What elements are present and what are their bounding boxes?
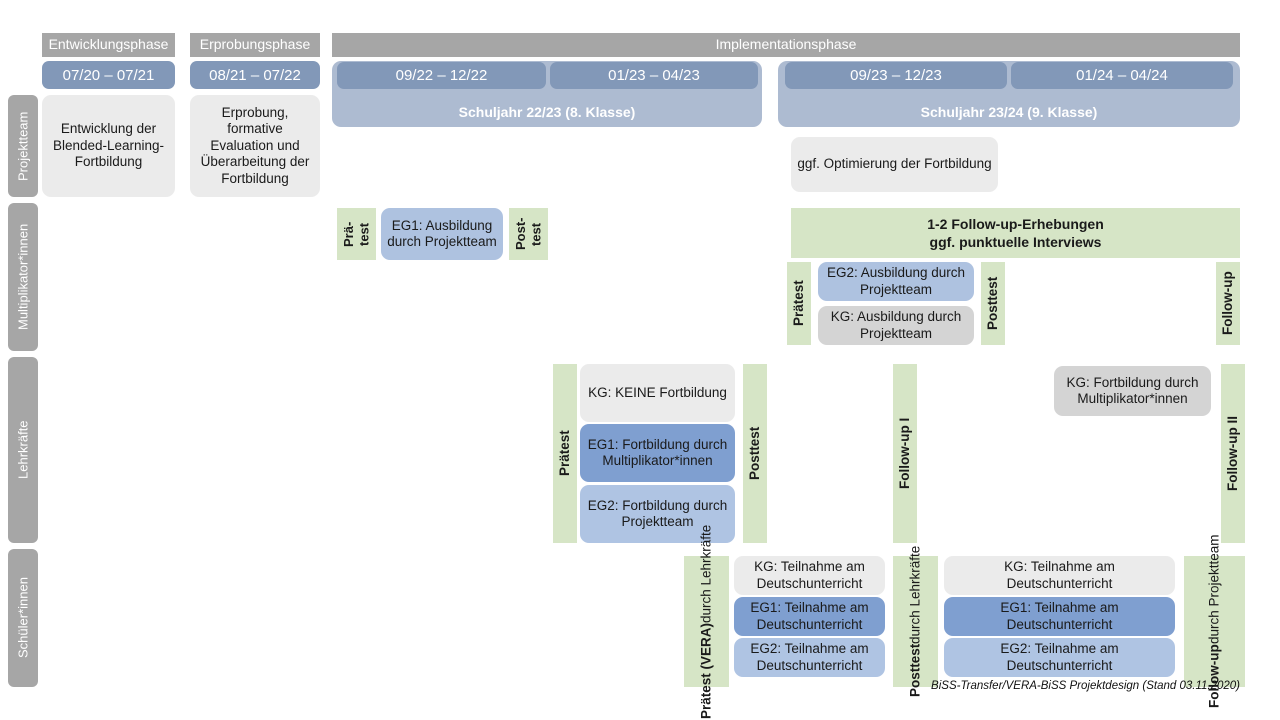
lehrkraefte-praetest-strip: Prätest bbox=[553, 364, 577, 543]
row-label-schuelerinnen: Schüler*innen bbox=[8, 549, 38, 687]
box-text: EG1: Ausbildung durch Projektteam bbox=[387, 217, 497, 249]
box-text: KG: Ausbildung durch Projektteam bbox=[830, 309, 962, 341]
period-pill-0124-0424: 01/24 – 04/24 bbox=[1011, 62, 1233, 89]
schueler-left-kg-box: KG: Teilnahme am Deutschunterricht bbox=[734, 556, 885, 595]
box-text: KG: Teilnahme am Deutschunterricht bbox=[1004, 559, 1115, 591]
row-label-text: Projektteam bbox=[15, 111, 31, 181]
period-label: 08/21 – 07/22 bbox=[209, 66, 301, 84]
green-strip-text: Follow-up II bbox=[1225, 416, 1241, 491]
row-label-lehrkraefte: Lehrkräfte bbox=[8, 357, 38, 543]
schueler-followup-strip: Follow-up durch Projektteam bbox=[1184, 535, 1245, 708]
green-strip-main: Prätest (VERA) bbox=[698, 622, 714, 719]
schueler-praetest-strip: Prätest (VERA) durch Lehrkräfte bbox=[684, 524, 729, 719]
lehrkraefte-kg-spaet-box: KG: Fortbildung durch Multiplikator*inne… bbox=[1054, 366, 1211, 416]
box-text: KG: KEINE Fortbildung bbox=[588, 384, 727, 400]
schueler-left-eg2-box: EG2: Teilnahme am Deutschunterricht bbox=[734, 638, 885, 677]
green-strip-sub: durch Lehrkräfte bbox=[907, 545, 923, 645]
box-text: EG2: Teilnahme am Deutschunterricht bbox=[1000, 641, 1119, 673]
box-text: ggf. Optimierung der Fortbildung bbox=[797, 156, 992, 172]
followup-bar-line2: ggf. punktuelle Interviews bbox=[929, 234, 1102, 250]
period-label: 09/22 – 12/22 bbox=[395, 67, 488, 84]
green-strip-text: Follow-up I bbox=[897, 417, 913, 490]
row-label-text: Multiplikator*innen bbox=[15, 223, 31, 331]
green-strip-text: Posttest bbox=[747, 426, 763, 481]
box-text: EG2: Fortbildung durch Projektteam bbox=[587, 497, 728, 529]
row-label-projektteam: Projektteam bbox=[8, 95, 38, 197]
multiplikatoren-posttest-strip-left: Post- test bbox=[509, 208, 548, 260]
multiplikatoren-eg2-box: EG2: Ausbildung durch Projektteam bbox=[818, 262, 974, 301]
box-text: EG1: Teilnahme am Deutschunterricht bbox=[750, 600, 869, 632]
row-label-text: Schüler*innen bbox=[15, 577, 31, 659]
multiplikatoren-posttest-strip-right: Posttest bbox=[981, 262, 1005, 345]
schueler-right-eg1-box: EG1: Teilnahme am Deutschunterricht bbox=[944, 597, 1175, 636]
phase-header-entwicklungsphase: Entwicklungsphase bbox=[42, 33, 175, 57]
phase-label: Implementationsphase bbox=[715, 36, 857, 53]
multiplikatoren-praetest-strip-left: Prä- test bbox=[337, 208, 376, 260]
green-strip-text: Follow-up bbox=[1220, 271, 1236, 336]
box-text: KG: Fortbildung durch Multiplikator*inne… bbox=[1066, 374, 1199, 406]
schoolyear-label: Schuljahr 23/24 (9. Klasse) bbox=[920, 104, 1098, 120]
projektteam-optimierung-box: ggf. Optimierung der Fortbildung bbox=[791, 137, 998, 192]
box-text: Entwicklung der Blended-Learning-Fortbil… bbox=[52, 121, 165, 170]
period-label: 07/20 – 07/21 bbox=[62, 66, 155, 84]
period-pill-0923-1223: 09/23 – 12/23 bbox=[785, 62, 1007, 89]
period-pill-0123-0423: 01/23 – 04/23 bbox=[550, 62, 758, 89]
multiplikatoren-eg1-box: EG1: Ausbildung durch Projektteam bbox=[381, 208, 503, 260]
lehrkraefte-followup2-strip: Follow-up II bbox=[1221, 364, 1245, 543]
multiplikatoren-followup-strip: Follow-up bbox=[1216, 262, 1240, 345]
green-strip-text: Prätest bbox=[791, 280, 807, 327]
green-strip-text: Prätest bbox=[557, 430, 573, 477]
phase-label: Entwicklungsphase bbox=[48, 36, 169, 53]
multiplikatoren-followup-erhebungen-bar: 1-2 Follow-up-Erhebungen ggf. punktuelle… bbox=[791, 208, 1240, 258]
green-strip-main: Follow-up bbox=[1206, 644, 1222, 709]
multiplikatoren-kg-box: KG: Ausbildung durch Projektteam bbox=[818, 306, 974, 345]
lehrkraefte-kg-keine-box: KG: KEINE Fortbildung bbox=[580, 364, 735, 422]
box-text: KG: Teilnahme am Deutschunterricht bbox=[754, 559, 865, 591]
multiplikatoren-praetest-strip-right: Prätest bbox=[787, 262, 811, 345]
period-label: 09/23 – 12/23 bbox=[850, 67, 942, 84]
green-strip-sub: durch Lehrkräfte bbox=[698, 524, 714, 623]
lehrkraefte-eg1-box: EG1: Fortbildung durch Multiplikator*inn… bbox=[580, 424, 735, 482]
box-text: EG2: Ausbildung durch Projektteam bbox=[826, 265, 966, 297]
row-label-multiplikatorinnen: Multiplikator*innen bbox=[8, 203, 38, 351]
footer-credit: BiSS-Transfer/VERA-BiSS Projektdesign (S… bbox=[640, 680, 1240, 696]
phase-header-implementationsphase: Implementationsphase bbox=[332, 33, 1240, 57]
footer-credit-text: BiSS-Transfer/VERA-BiSS Projektdesign (S… bbox=[931, 680, 1240, 692]
green-strip-sub: durch Projektteam bbox=[1206, 534, 1222, 645]
phase-header-erprobungsphase: Erprobungsphase bbox=[190, 33, 320, 57]
lehrkraefte-followup1-strip: Follow-up I bbox=[893, 364, 917, 543]
green-strip-text: Post- test bbox=[512, 217, 544, 251]
followup-bar-line1: 1-2 Follow-up-Erhebungen bbox=[927, 215, 1104, 232]
period-label: 01/24 – 04/24 bbox=[1076, 67, 1168, 84]
schueler-right-eg2-box: EG2: Teilnahme am Deutschunterricht bbox=[944, 638, 1175, 677]
green-strip-text: Prä- test bbox=[340, 221, 372, 247]
period-pill-0922-1222: 09/22 – 12/22 bbox=[337, 62, 546, 89]
period-label: 01/23 – 04/23 bbox=[608, 67, 700, 84]
schueler-left-eg1-box: EG1: Teilnahme am Deutschunterricht bbox=[734, 597, 885, 636]
green-strip-text: Posttest bbox=[985, 276, 1001, 331]
lehrkraefte-eg2-box: EG2: Fortbildung durch Projektteam bbox=[580, 485, 735, 543]
lehrkraefte-posttest-strip: Posttest bbox=[743, 364, 767, 543]
period-pill-0720-0721: 07/20 – 07/21 bbox=[42, 61, 175, 89]
projektteam-erprobung-box: Erprobung, formative Evaluation und Über… bbox=[190, 95, 320, 197]
box-text: Erprobung, formative Evaluation und Über… bbox=[200, 104, 310, 186]
box-text: EG1: Fortbildung durch Multiplikator*inn… bbox=[587, 436, 728, 468]
schueler-posttest-strip: Posttest durch Lehrkräfte bbox=[893, 546, 938, 697]
schueler-right-kg-box: KG: Teilnahme am Deutschunterricht bbox=[944, 556, 1175, 595]
box-text: EG1: Teilnahme am Deutschunterricht bbox=[1000, 600, 1119, 632]
phase-label: Erprobungsphase bbox=[199, 36, 311, 53]
period-pill-0821-0722: 08/21 – 07/22 bbox=[190, 61, 320, 89]
row-label-text: Lehrkräfte bbox=[15, 420, 31, 480]
schoolyear-label: Schuljahr 22/23 (8. Klasse) bbox=[458, 104, 636, 120]
projektteam-entwicklung-box: Entwicklung der Blended-Learning-Fortbil… bbox=[42, 95, 175, 197]
box-text: EG2: Teilnahme am Deutschunterricht bbox=[750, 641, 869, 673]
